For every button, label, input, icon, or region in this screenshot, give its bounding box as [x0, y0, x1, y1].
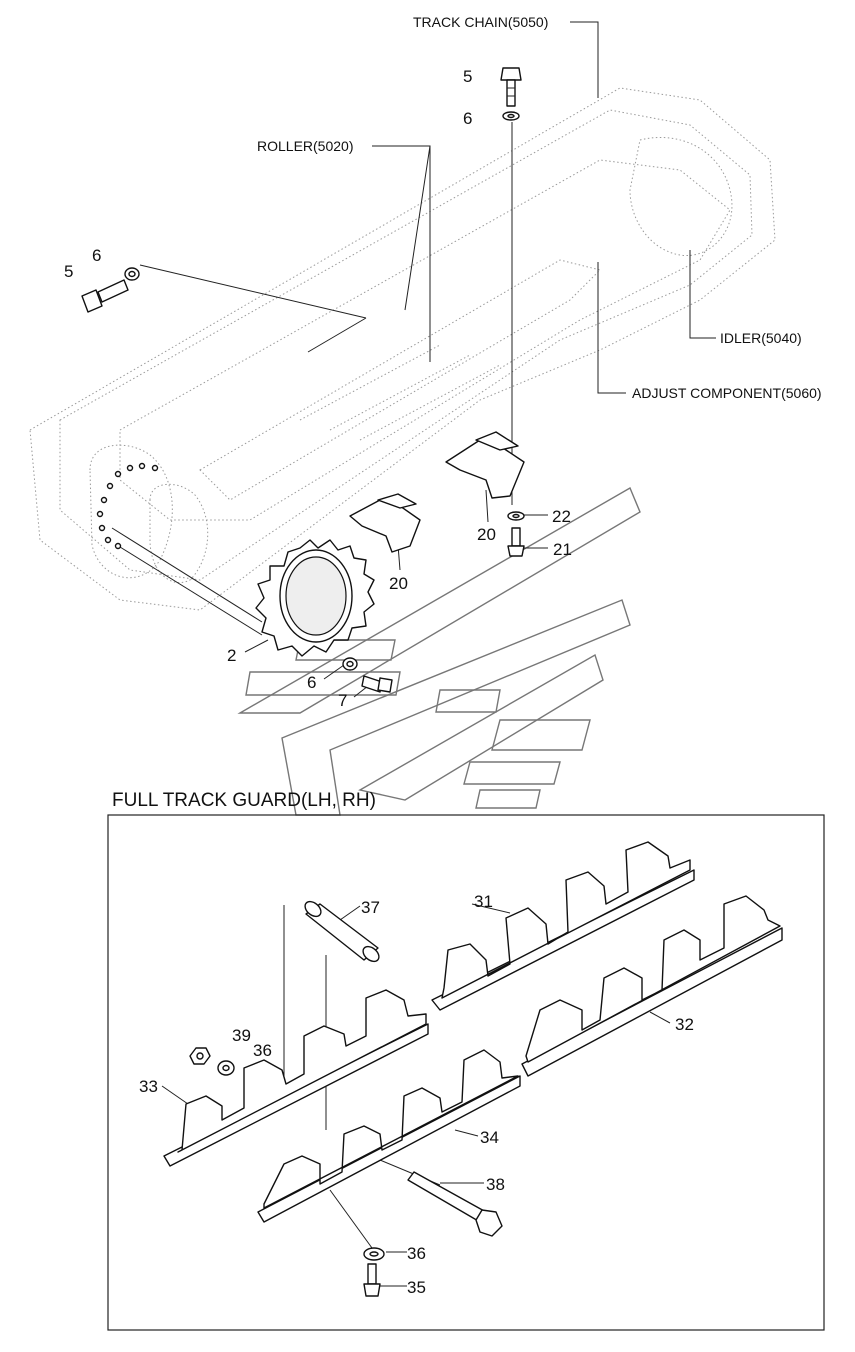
- guard-34: [257, 1049, 521, 1223]
- washer-sprocket: [342, 657, 358, 671]
- guard-33: [163, 989, 429, 1167]
- guard-32: [521, 895, 783, 1077]
- nut-39: [189, 1047, 211, 1065]
- bolt-sprocket: [361, 675, 393, 693]
- callout-washer-top: 6: [463, 109, 472, 128]
- bolt-21: [507, 527, 525, 557]
- callout-nut-39: 39: [232, 1026, 251, 1045]
- washer-left: [124, 267, 140, 281]
- label-full-track-guard: FULL TRACK GUARD(LH, RH): [112, 790, 376, 811]
- bolt-38: [407, 1171, 503, 1237]
- bolt-top: [500, 67, 522, 107]
- guard-31: [431, 841, 695, 1011]
- track-frame-outline: [29, 87, 776, 611]
- label-adjust-component: ADJUST COMPONENT(5060): [632, 385, 822, 401]
- callout-bolt-top: 5: [463, 67, 472, 86]
- label-idler: IDLER(5040): [720, 330, 802, 346]
- callout-washer-left: 6: [92, 246, 101, 265]
- callout-washer-36b: 36: [407, 1244, 426, 1263]
- callout-bolt-7: 7: [338, 691, 347, 710]
- chain-guide-b: [445, 431, 525, 499]
- callout-guard-32: 32: [675, 1015, 694, 1034]
- bolt-35: [363, 1263, 381, 1297]
- callout-bolt-21: 21: [553, 540, 572, 559]
- callout-sprocket: 2: [227, 646, 236, 665]
- callout-guard-34: 34: [480, 1128, 499, 1147]
- callout-washer-6b: 6: [307, 673, 316, 692]
- callout-bolt-left: 5: [64, 262, 73, 281]
- washer-top: [502, 111, 520, 121]
- guard-box: [107, 814, 825, 1331]
- bolt-left: [81, 279, 129, 313]
- callout-guard-33: 33: [139, 1077, 158, 1096]
- washer-36b: [363, 1247, 385, 1261]
- sprocket-hub-holes: [96, 462, 159, 550]
- callout-guard-31: 31: [474, 892, 493, 911]
- pin-37: [304, 900, 380, 963]
- callout-guard-20a: 20: [389, 574, 408, 593]
- label-track-chain: TRACK CHAIN(5050): [413, 14, 548, 30]
- washer-22: [507, 511, 525, 521]
- leader-lines: [111, 21, 716, 1287]
- callout-washer-22: 22: [552, 507, 571, 526]
- chain-guide-a: [349, 493, 421, 553]
- callout-pin-37: 37: [361, 898, 380, 917]
- callout-bolt-35: 35: [407, 1278, 426, 1297]
- label-roller: ROLLER(5020): [257, 138, 354, 154]
- sprocket: [255, 539, 375, 657]
- callout-guard-20b: 20: [477, 525, 496, 544]
- callout-washer-36a: 36: [253, 1041, 272, 1060]
- callout-bolt-38: 38: [486, 1175, 505, 1194]
- washer-36a: [217, 1060, 235, 1076]
